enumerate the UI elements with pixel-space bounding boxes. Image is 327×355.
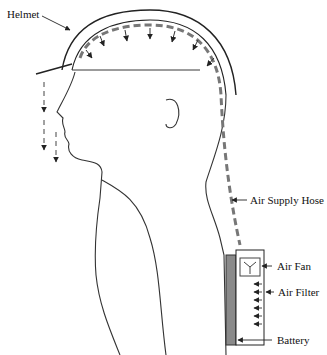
- battery-pack: [226, 255, 236, 345]
- person-outline: [57, 72, 226, 355]
- filter-arrow: [254, 308, 262, 309]
- leader-lines: [42, 16, 274, 340]
- part-label: Air Fan: [276, 260, 312, 272]
- filter-arrow: [254, 284, 262, 285]
- fan-blades: [244, 262, 256, 274]
- part-label: Air Supply Hose: [249, 194, 325, 206]
- filter-arrow: [254, 324, 262, 325]
- helmet: [36, 10, 236, 95]
- part-label: Air Filter: [277, 286, 320, 298]
- exhaust-arrows: [44, 82, 56, 162]
- unit-housing: [236, 250, 264, 345]
- filter-arrow: [254, 300, 262, 301]
- part-label: Helmet: [6, 8, 40, 20]
- fan-box: [240, 258, 260, 276]
- fan-filter-unit: [226, 250, 264, 345]
- part-label: Battery: [276, 334, 310, 346]
- filter-arrow: [254, 292, 262, 293]
- filter-arrow: [254, 316, 262, 317]
- air-supply-hose: [80, 25, 240, 245]
- filter-arrows: [254, 284, 262, 324]
- airflow-arrows: [86, 28, 214, 66]
